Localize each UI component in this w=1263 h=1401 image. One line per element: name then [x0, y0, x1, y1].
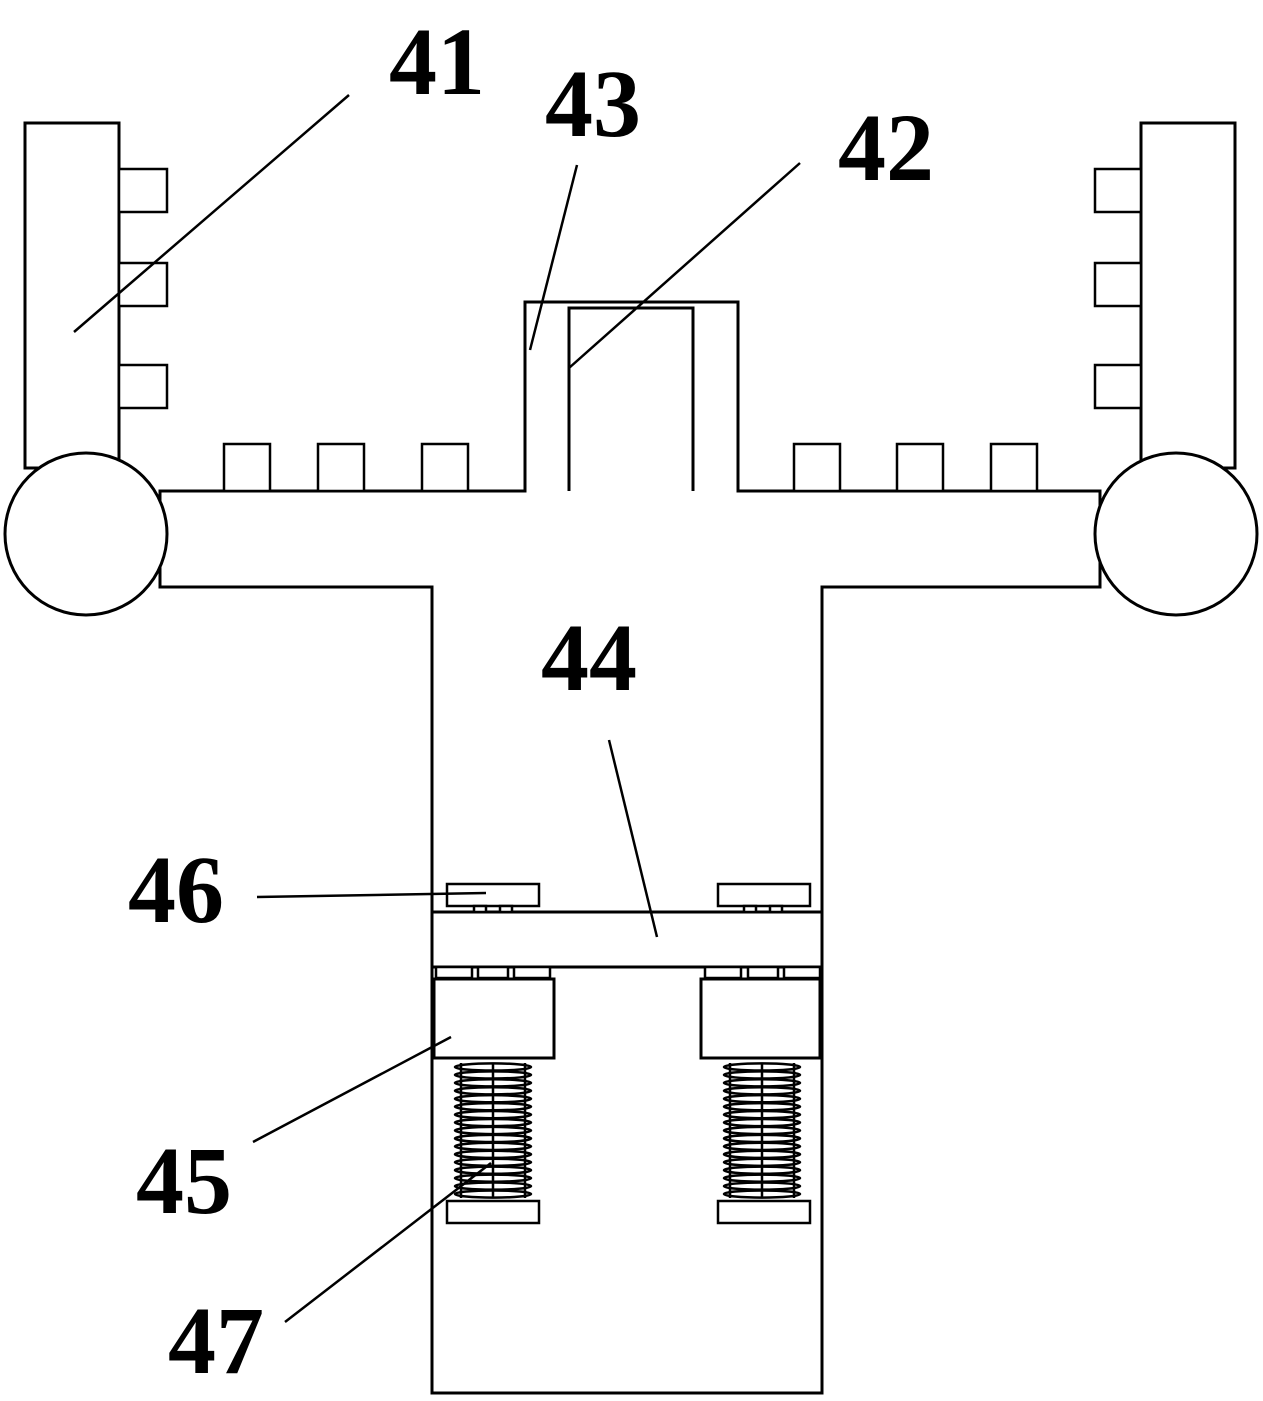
center-slot [567, 306, 695, 491]
spring-right [722, 1062, 802, 1199]
plate-connector [476, 965, 510, 980]
plate-connector [512, 965, 552, 980]
left-post-tooth [117, 261, 169, 308]
right-wheel [1093, 451, 1259, 617]
leader-line-47 [284, 1162, 492, 1323]
top-pad-leg [472, 904, 488, 914]
spring-base-pad [445, 1199, 541, 1225]
leader-line-44 [607, 739, 659, 938]
arm-tooth [989, 442, 1039, 493]
callout-47: 47 [168, 1287, 264, 1394]
plate-connector [703, 965, 743, 980]
leader-line-41 [73, 94, 350, 333]
callout-41: 41 [389, 8, 485, 115]
top-pad-right [716, 882, 812, 908]
callout-46: 46 [128, 836, 224, 943]
left-wheel [3, 451, 169, 617]
plate-connector [434, 965, 474, 980]
leader-line-45 [252, 1035, 452, 1144]
block-right [699, 977, 822, 1060]
top-pad-leg [498, 904, 514, 914]
t-body-outline [158, 300, 1102, 1395]
arm-tooth [222, 442, 272, 493]
leader-line-43 [528, 164, 579, 351]
spring-47 [453, 1062, 533, 1199]
leader-line-46 [256, 891, 487, 899]
callout-44: 44 [541, 604, 637, 711]
top-pad-46 [445, 882, 541, 908]
arm-tooth [420, 442, 470, 493]
right-post-tooth [1093, 167, 1143, 214]
callout-42: 42 [838, 94, 934, 201]
plate-connector [746, 965, 780, 980]
right-post-tooth [1093, 261, 1143, 308]
left-post-tooth [117, 363, 169, 410]
left-post-tooth [117, 167, 169, 214]
callout-45: 45 [136, 1127, 232, 1234]
right-upright-post [1139, 121, 1237, 470]
block-45 [432, 977, 556, 1060]
top-pad-leg [768, 904, 784, 914]
horizontal-plate-44 [430, 910, 824, 969]
arm-tooth [792, 442, 842, 493]
left-upright-post [23, 121, 121, 470]
right-post-tooth [1093, 363, 1143, 410]
spring-base-pad [716, 1199, 812, 1225]
arm-tooth [316, 442, 366, 493]
arm-tooth [895, 442, 945, 493]
plate-connector [782, 965, 822, 980]
callout-43: 43 [545, 50, 641, 157]
leader-line-42 [568, 162, 801, 369]
top-pad-leg [742, 904, 758, 914]
